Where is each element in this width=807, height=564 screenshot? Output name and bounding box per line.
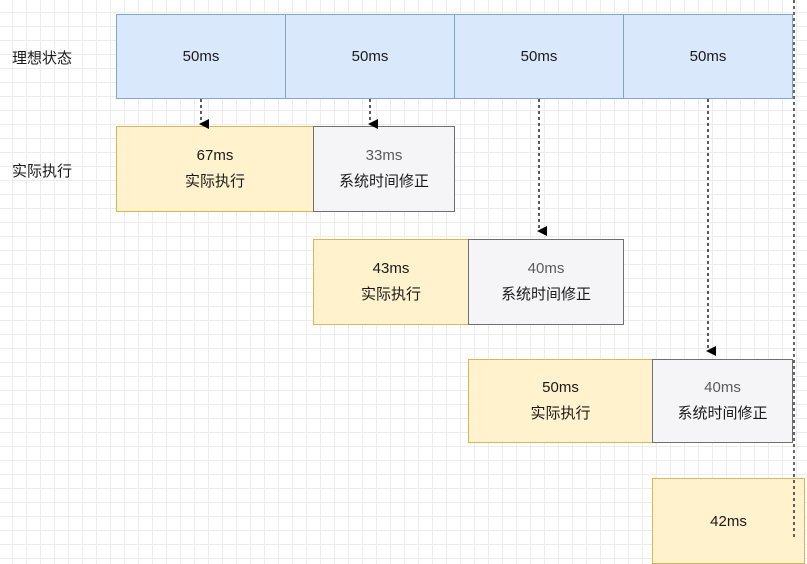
- correction-box-2-label: 系统时间修正: [500, 286, 591, 303]
- correction-box-2: 40ms 系统时间修正: [468, 239, 624, 325]
- correction-box-3-label: 系统时间修正: [677, 405, 768, 422]
- actual-box-4-time: 42ms: [710, 513, 747, 530]
- dashed-arrows: [199, 0, 795, 538]
- ideal-box-1-time: 50ms: [182, 47, 220, 65]
- actual-execution-label: 实际执行: [12, 163, 73, 180]
- correction-box-2-time: 40ms: [527, 260, 565, 277]
- correction-box-1: 33ms 系统时间修正: [313, 126, 455, 212]
- actual-box-3-label: 实际执行: [530, 405, 591, 422]
- ideal-box-2: 50ms: [285, 14, 455, 99]
- correction-box-3: 40ms 系统时间修正: [652, 359, 793, 443]
- actual-box-3-time: 50ms: [542, 379, 579, 396]
- correction-box-3-time: 40ms: [704, 379, 741, 396]
- actual-box-1-time: 67ms: [196, 147, 234, 164]
- ideal-box-4: 50ms: [623, 14, 793, 99]
- ideal-box-3-time: 50ms: [520, 47, 558, 65]
- ideal-box-2-time: 50ms: [351, 47, 389, 65]
- actual-box-1: 67ms 实际执行: [116, 126, 314, 212]
- actual-box-3: 50ms 实际执行: [468, 359, 653, 443]
- actual-box-2-time: 43ms: [372, 260, 410, 277]
- actual-box-2-label: 实际执行: [360, 286, 421, 303]
- ideal-box-4-time: 50ms: [689, 47, 727, 65]
- ideal-box-3: 50ms: [454, 14, 624, 99]
- correction-box-1-time: 33ms: [365, 147, 403, 164]
- ideal-box-1: 50ms: [116, 14, 286, 99]
- correction-box-1-label: 系统时间修正: [338, 173, 429, 190]
- actual-box-1-label: 实际执行: [184, 173, 245, 190]
- actual-box-2: 43ms 实际执行: [313, 239, 469, 325]
- ideal-state-label: 理想状态: [12, 50, 73, 67]
